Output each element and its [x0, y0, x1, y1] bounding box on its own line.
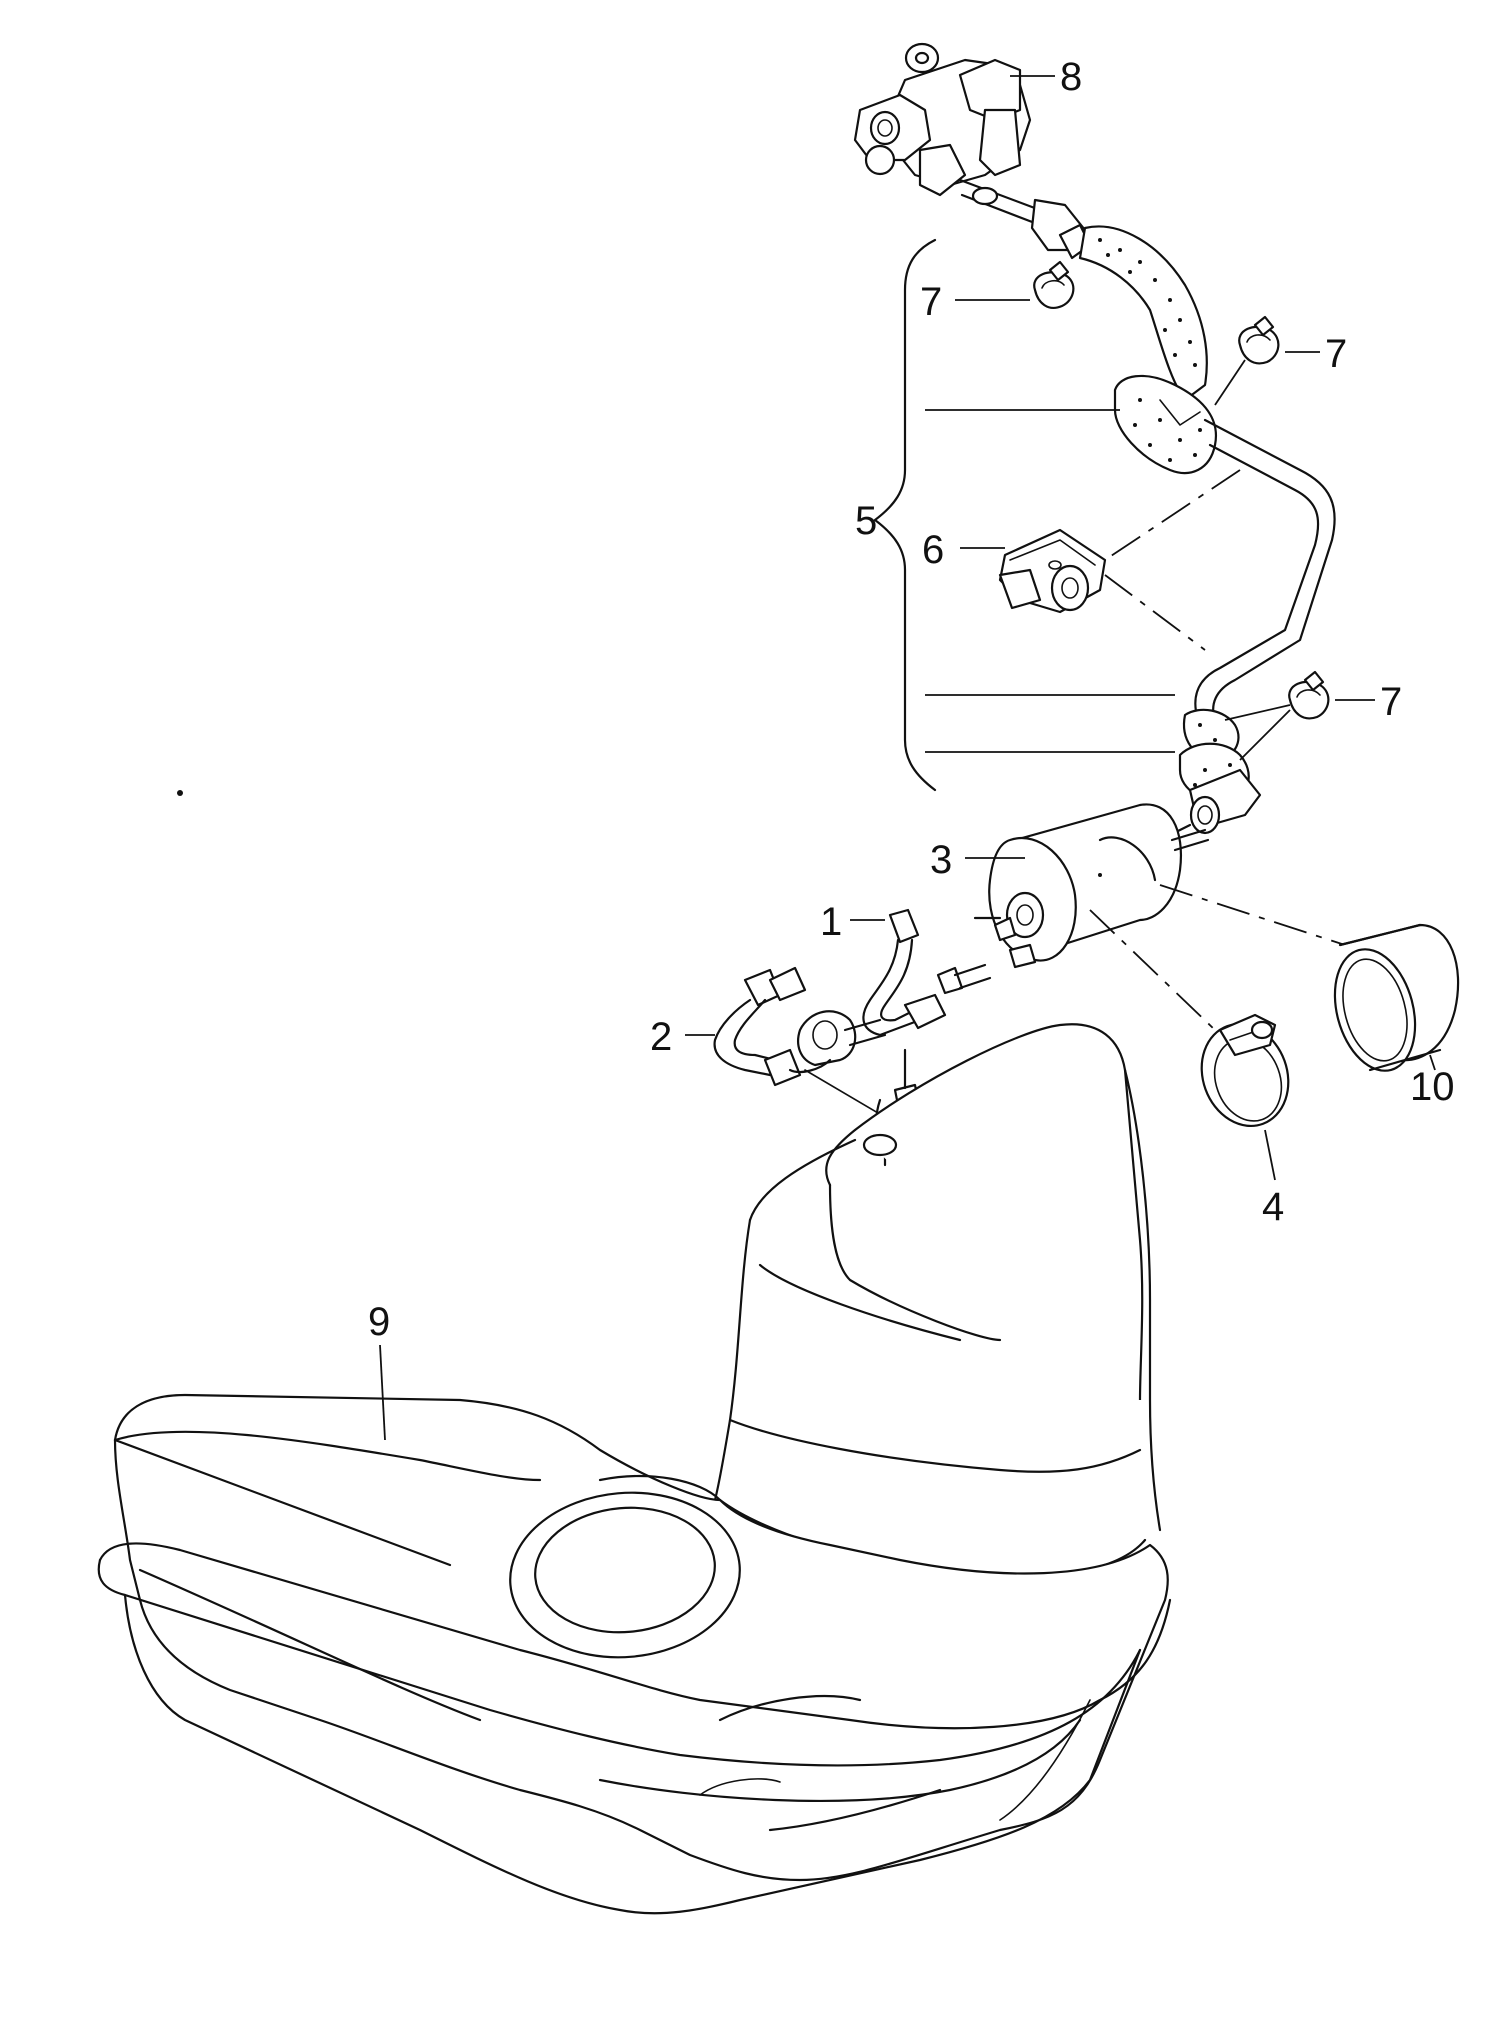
stray-mark	[177, 790, 183, 796]
leader-7c-to-hose-2	[1239, 709, 1291, 761]
callout-8: 8	[1060, 55, 1082, 99]
part-1-hose	[862, 908, 992, 1037]
part-10-rubber-sleeve	[1333, 923, 1460, 1072]
part-4-hose-clamp	[1200, 1013, 1290, 1128]
callout-1: 1	[820, 900, 842, 944]
part-8-connector-block	[853, 42, 1042, 227]
callout-7a: 7	[920, 280, 942, 324]
callout-6: 6	[922, 528, 944, 572]
leader-7b-to-hose	[1214, 359, 1246, 406]
leader-10	[1429, 1054, 1436, 1071]
leader-7c-to-hose-1	[1224, 704, 1291, 721]
assembly-line-4	[1089, 909, 1216, 1031]
callout-4: 4	[1262, 1185, 1284, 1229]
part-3-fuel-filter	[973, 803, 1210, 969]
leader-9	[379, 1344, 386, 1441]
callout-2: 2	[650, 1015, 672, 1059]
part-7-clamp-lower-right	[1288, 670, 1330, 720]
assembly-line-6a	[1104, 469, 1241, 561]
callout-9: 9	[368, 1300, 390, 1344]
callout-3: 3	[930, 838, 952, 882]
callout-10: 10	[1410, 1065, 1455, 1109]
leader-4	[1264, 1129, 1276, 1181]
part-6-holder-block	[998, 528, 1107, 614]
callout-7c: 7	[1380, 680, 1402, 724]
callout-7b: 7	[1325, 332, 1347, 376]
bracket-5	[873, 238, 937, 792]
part-5-hose-assembly	[1030, 198, 1336, 837]
assembly-line-6b	[1104, 574, 1206, 651]
part-2-elbow-hose	[713, 966, 887, 1087]
part-7-clamp-upper-right	[1238, 315, 1280, 365]
part-7-clamp-upper-left	[1033, 260, 1075, 309]
part-9-fuel-tank	[97, 1023, 1172, 1915]
callout-5: 5	[855, 499, 877, 543]
assembly-line-10	[1159, 884, 1346, 946]
